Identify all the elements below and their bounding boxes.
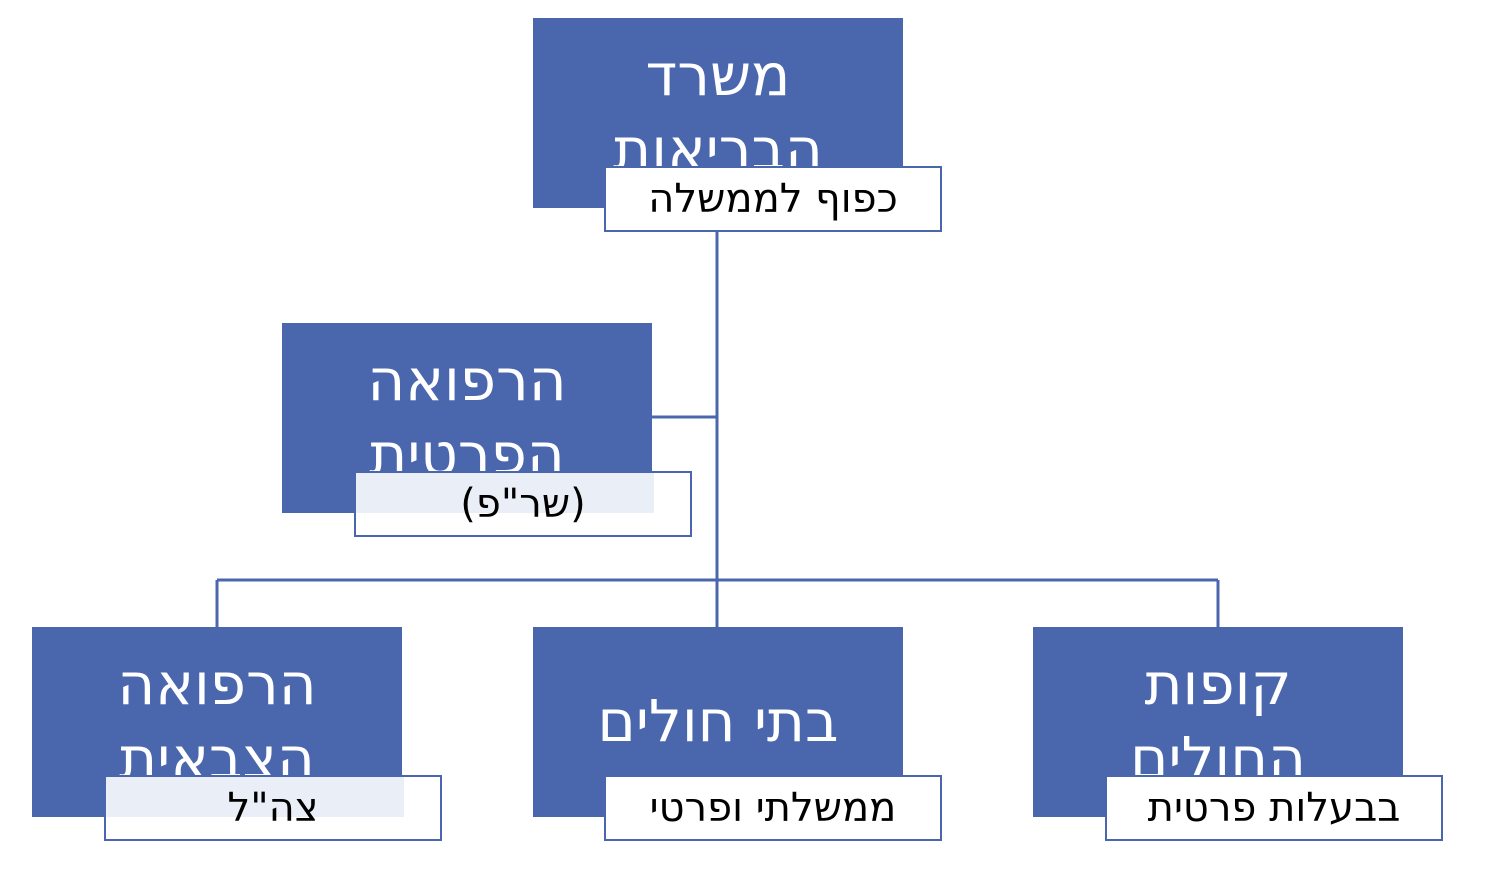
military-medicine-title: הרפואה הצבאית [117,650,317,792]
hospitals-title: בתי חולים [597,687,839,755]
health-funds-title: קופות החולים [1129,650,1306,792]
ministry-of-health-title: משרד הבריאות [613,41,823,183]
private-medicine-subtitle: (שר"פ) [460,481,586,527]
private-medicine-title: הרפואה הפרטית [367,346,567,488]
hospitals-subtitle: ממשלתי ופרטי [649,785,897,831]
hospitals-subtitle-box: ממשלתי ופרטי [604,775,942,841]
military-medicine-subtitle-box: צה"ל [104,775,442,841]
ministry-of-health-subtitle-box: כפוף לממשלה [604,166,942,232]
ministry-of-health-subtitle: כפוף לממשלה [648,176,898,222]
health-funds-subtitle: בבעלות פרטית [1147,785,1401,831]
health-funds-subtitle-box: בבעלות פרטית [1105,775,1443,841]
private-medicine-subtitle-box: (שר"פ) [354,471,692,537]
military-medicine-subtitle: צה"ל [227,785,319,831]
